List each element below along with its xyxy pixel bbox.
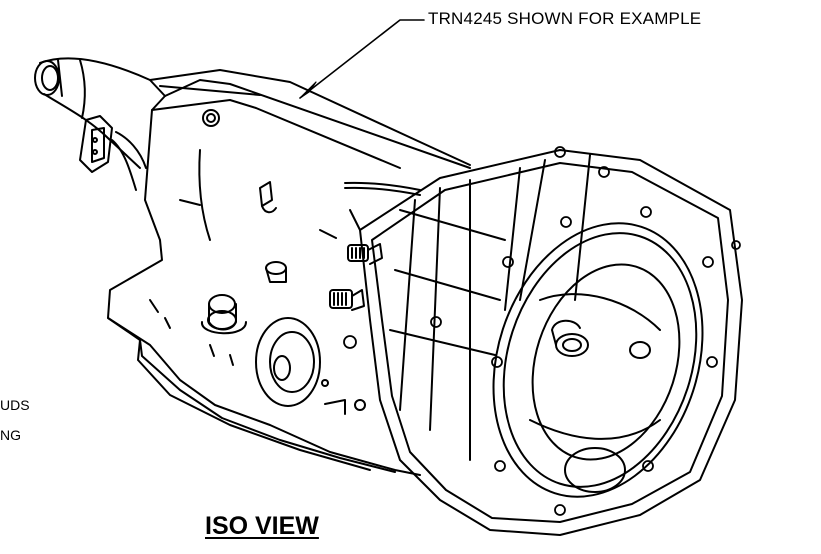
cutoff-note-line-2: NG: [0, 427, 21, 443]
input-shaft: [551, 319, 589, 357]
view-title: ISO VIEW: [205, 512, 319, 540]
cutoff-note-line-1: UDS: [0, 397, 30, 413]
converter-face: [492, 222, 704, 498]
bell-housing: [359, 149, 743, 536]
cooler-fitting-lower: [329, 289, 365, 311]
electrical-connector: [79, 115, 147, 191]
oil-pan: [107, 299, 396, 473]
output-housing: [34, 57, 471, 169]
callout-leader: [299, 19, 425, 99]
main-case: [107, 79, 471, 476]
cooler-fitting-upper: [347, 243, 383, 265]
access-cover: [255, 317, 366, 415]
sensor-port: [201, 294, 247, 335]
mounting-studs: [343, 146, 741, 516]
callout-label: TRN4245 SHOWN FOR EXAMPLE: [428, 9, 702, 28]
